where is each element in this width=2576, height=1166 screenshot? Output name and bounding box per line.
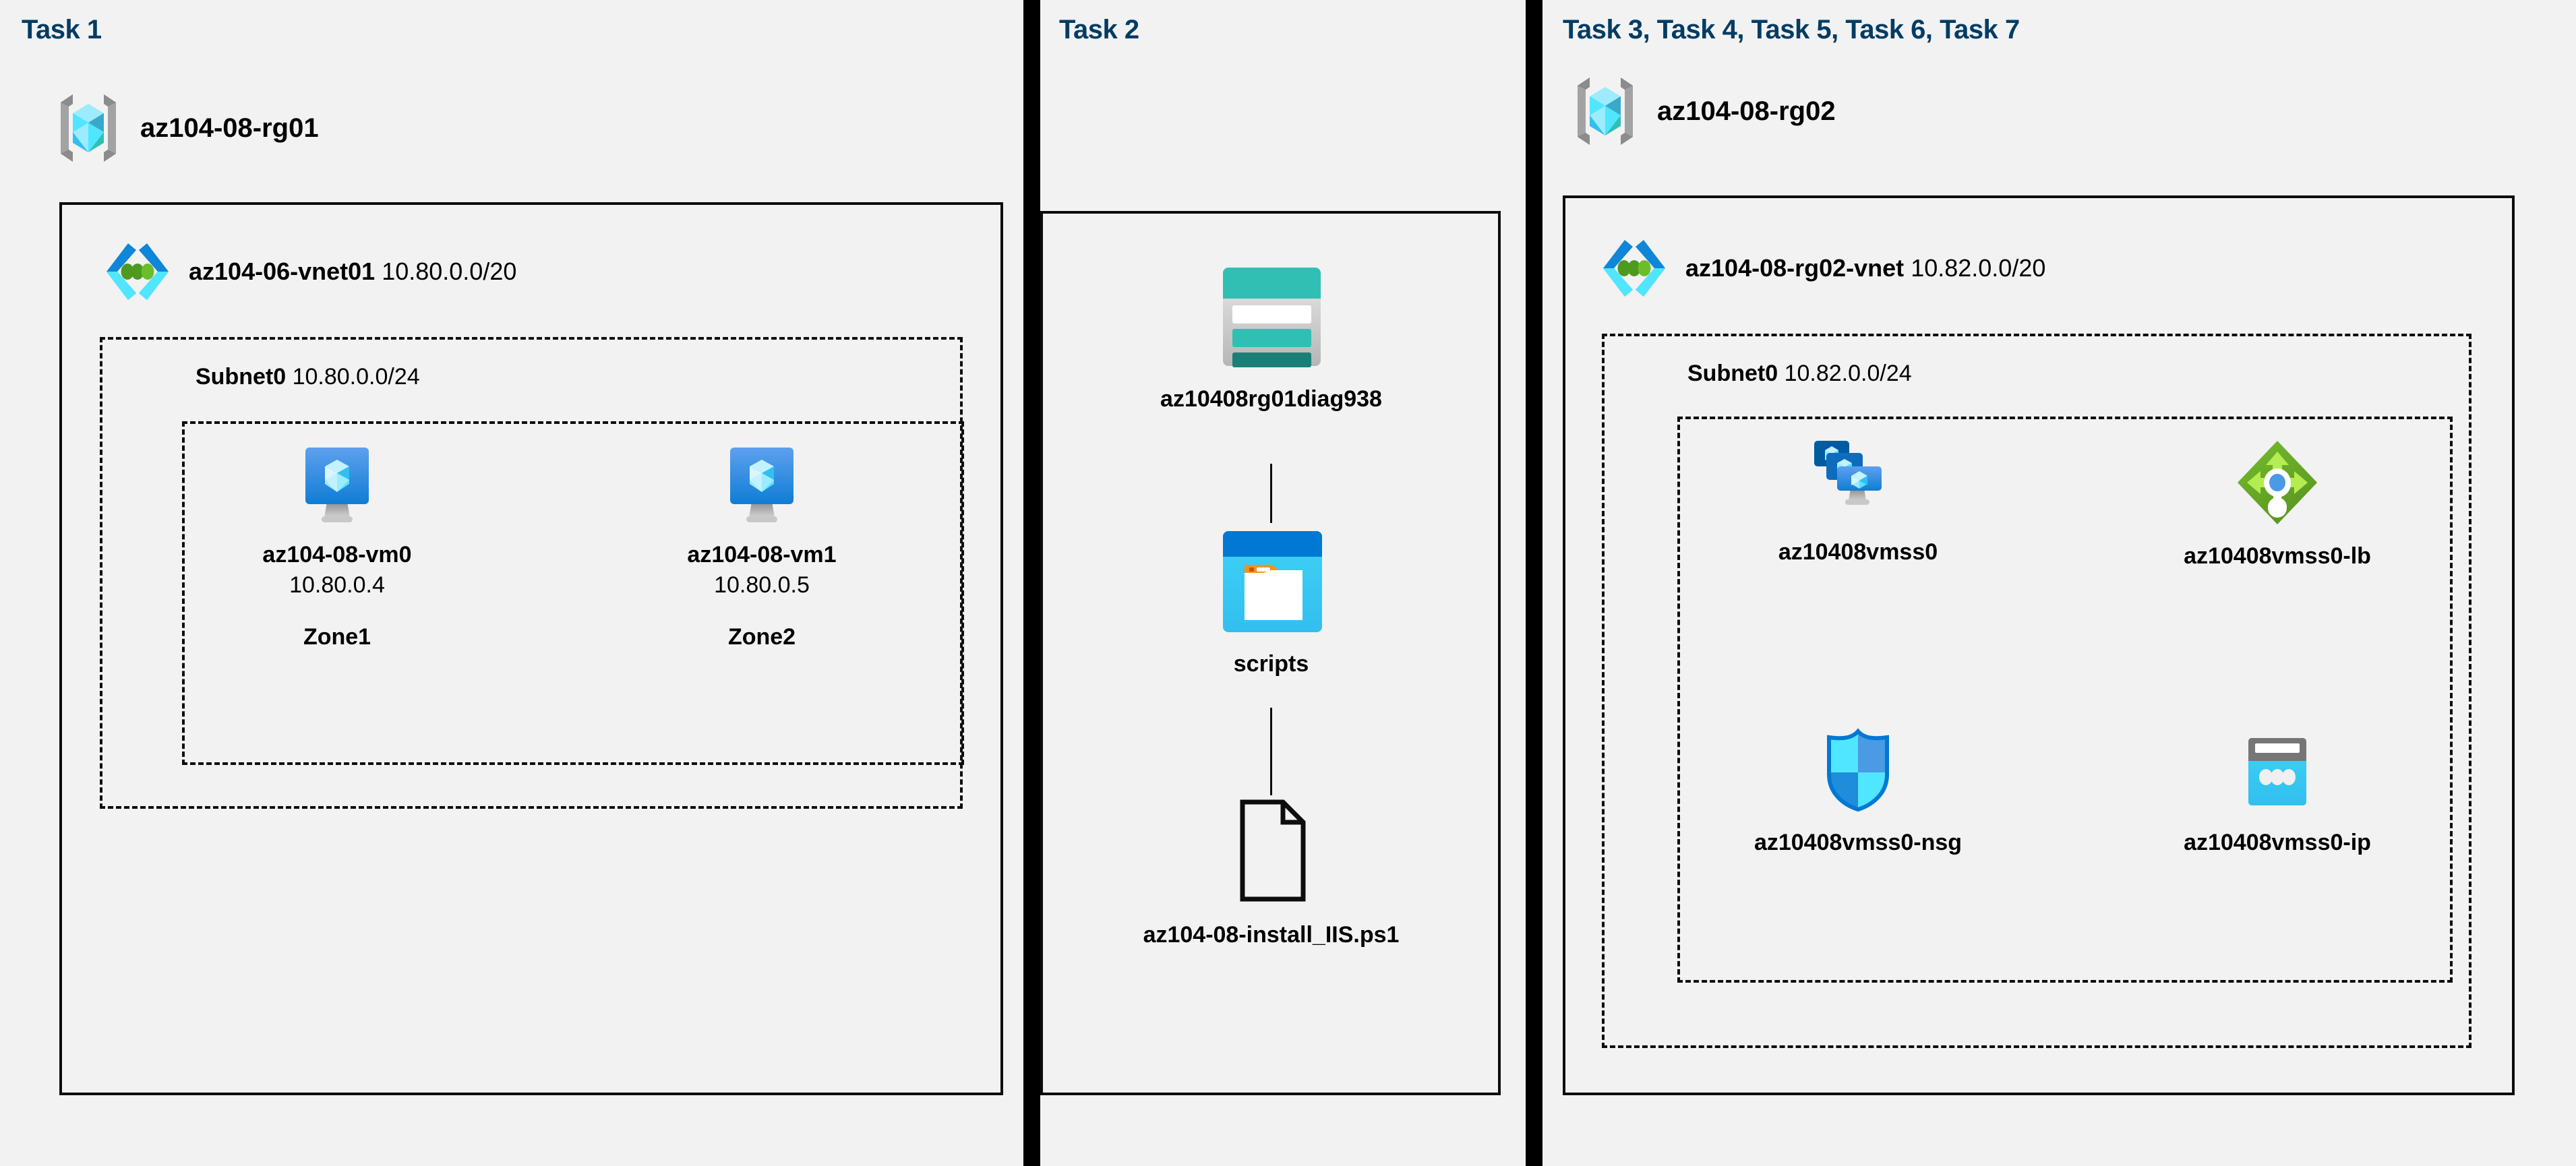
task1-vnet-box [59, 202, 1003, 1095]
task2-file[interactable]: az104-08-install_IIS.ps1 [1143, 797, 1399, 948]
task3-nsg-name: az10408vmss0-nsg [1754, 830, 1963, 855]
task3-load-balancer[interactable]: az10408vmss0-lb [2129, 437, 2426, 570]
network-security-group-icon [1818, 725, 1898, 815]
task3-subnet-box [1602, 334, 2472, 1048]
task3-vnet[interactable]: az104-08-rg02-vnet 10.82.0.0/20 [1598, 236, 2045, 301]
task3-resource-group-box [1677, 417, 2453, 983]
task2-storage-account[interactable]: az10408rg01diag938 [1155, 259, 1387, 412]
task3-vmss[interactable]: az10408vmss0 [1710, 437, 2006, 565]
connector-storage-to-container [1270, 464, 1272, 523]
task1-subnet-cidr: 10.80.0.0/24 [292, 364, 420, 390]
task1-subnet-name: Subnet0 [196, 364, 287, 390]
task2-file-name: az104-08-install_IIS.ps1 [1143, 922, 1400, 948]
task1-panel: Task 1 [0, 0, 1023, 1166]
task2-blob-container[interactable]: scripts [1155, 523, 1387, 677]
task2-blob-container-name: scripts [1233, 651, 1309, 677]
task1-vnet-cidr: 10.80.0.0/20 [382, 257, 517, 285]
task1-vm-group-box [182, 421, 964, 765]
task3-vnet-name: az104-08-rg02-vnet [1685, 254, 1905, 282]
virtual-machine-icon [722, 445, 802, 527]
task2-panel: Task 2 az10408rg01diag [1040, 0, 1526, 1166]
task1-resource-group-label: az104-08-rg01 [140, 113, 319, 143]
blob-container-icon [1211, 523, 1332, 639]
column-divider-1 [1023, 0, 1040, 1166]
task1-vnet-label: az104-06-vnet01 10.80.0.0/20 [189, 257, 516, 286]
task3-nsg[interactable]: az10408vmss0-nsg [1710, 725, 2006, 856]
public-ip-address-icon [2229, 731, 2325, 815]
task1-title: Task 1 [22, 15, 102, 44]
task1-vm-0-ip: 10.80.0.4 [289, 572, 385, 598]
virtual-network-icon [101, 239, 174, 304]
vm-scale-set-icon [1807, 437, 1909, 524]
task1-vm-1-ip: 10.80.0.5 [714, 572, 810, 598]
task1-subnet-label: Subnet0 10.80.0.0/24 [196, 364, 420, 390]
task3-panel: Task 3, Task 4, Task 5, Task 6, Task 7 [1542, 0, 2576, 1166]
virtual-network-icon [1598, 236, 1671, 301]
connector-container-to-file [1270, 708, 1272, 795]
task3-subnet-cidr: 10.82.0.0/24 [1784, 361, 1912, 386]
task1-resource-group[interactable]: az104-08-rg01 [53, 88, 319, 168]
file-icon [1228, 797, 1315, 904]
resource-group-icon [53, 88, 124, 168]
task3-subnet-name: Subnet0 [1687, 361, 1778, 386]
task3-load-balancer-name: az10408vmss0-lb [2184, 543, 2371, 569]
task3-subnet-label: Subnet0 10.82.0.0/24 [1687, 361, 1912, 387]
task1-vm-1[interactable]: az104-08-vm1 10.80.0.5 Zone2 [640, 445, 883, 650]
column-divider-2 [1526, 0, 1542, 1166]
task3-vnet-box [1563, 195, 2515, 1095]
storage-account-icon [1211, 259, 1332, 374]
task2-storage-account-name: az10408rg01diag938 [1160, 386, 1382, 412]
task1-vm-0[interactable]: az104-08-vm0 10.80.0.4 Zone1 [216, 445, 458, 650]
task3-title: Task 3, Task 4, Task 5, Task 6, Task 7 [1563, 15, 2020, 44]
task3-public-ip-name: az10408vmss0-ip [2184, 830, 2371, 855]
task3-vnet-cidr: 10.82.0.0/20 [1911, 254, 2046, 282]
task1-vm-0-name: az104-08-vm0 [262, 542, 412, 567]
task1-vm-0-zone: Zone1 [303, 624, 371, 650]
task3-vmss-name: az10408vmss0 [1778, 539, 1938, 565]
task1-vnet-name: az104-06-vnet01 [189, 257, 376, 285]
task3-vnet-label: az104-08-rg02-vnet 10.82.0.0/20 [1685, 254, 2045, 282]
task1-vm-1-name: az104-08-vm1 [687, 542, 837, 567]
virtual-machine-icon [297, 445, 377, 527]
task1-vm-1-zone: Zone2 [727, 624, 796, 650]
load-balancer-icon [2229, 437, 2325, 528]
task3-resource-group-label: az104-08-rg02 [1657, 96, 1836, 126]
resource-group-icon [1569, 71, 1641, 152]
task2-title: Task 2 [1059, 15, 1139, 44]
task3-public-ip[interactable]: az10408vmss0-ip [2129, 731, 2426, 856]
task3-resource-group[interactable]: az104-08-rg02 [1569, 71, 1836, 152]
task1-vnet[interactable]: az104-06-vnet01 10.80.0.0/20 [101, 239, 516, 304]
